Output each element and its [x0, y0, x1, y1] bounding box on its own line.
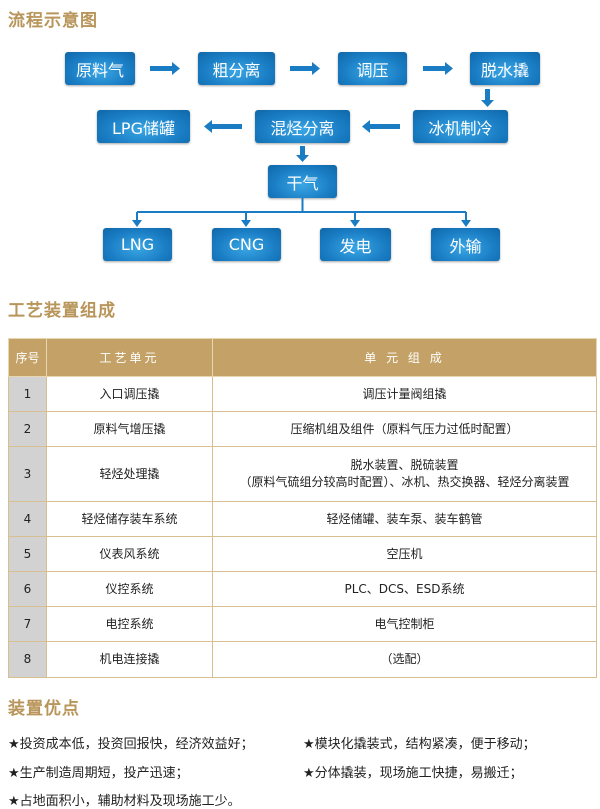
row-number: 4 — [8, 501, 47, 537]
flow-title: 流程示意图 — [8, 11, 98, 31]
row-content: 电气控制柜 — [212, 606, 597, 642]
row-content: （选配） — [212, 641, 597, 678]
advantage-item: ★模块化撬装式，结构紧凑，便于移动； — [303, 737, 536, 752]
flow-arrows — [132, 62, 494, 227]
content-line: 轻烃储罐、装车泵、装车鹤管 — [326, 511, 483, 526]
arrow-right-icon — [150, 62, 180, 75]
node-export: 外输 — [431, 228, 500, 261]
header-unit: 工艺单元 — [46, 338, 213, 377]
row-number: 5 — [8, 536, 47, 572]
content-line: 电气控制柜 — [374, 616, 435, 631]
content-line: PLC、DCS、ESD系统 — [344, 581, 465, 596]
row-content: 轻烃储罐、装车泵、装车鹤管 — [212, 501, 597, 537]
row-unit: 轻烃处理撬 — [46, 446, 213, 502]
advantage-item: ★分体撬装，现场施工快捷，易搬迁； — [303, 766, 523, 781]
row-number: 8 — [8, 641, 47, 678]
arrow-right-icon — [423, 62, 453, 75]
advantage-item: ★投资成本低，投资回报快，经济效益好； — [8, 737, 254, 752]
node-lng: LNG — [103, 228, 172, 261]
content-line: 压缩机组及组件（原料气压力过低时配置） — [290, 421, 519, 436]
row-unit: 机电连接撬 — [46, 641, 213, 678]
row-number: 2 — [8, 411, 47, 447]
row-unit: 仪控系统 — [46, 571, 213, 607]
node-refrigeration: 冰机制冷 — [413, 110, 508, 143]
node-raw-gas: 原料气 — [65, 52, 135, 85]
content-line: 空压机 — [386, 546, 423, 561]
row-unit: 入口调压撬 — [46, 376, 213, 412]
row-content: PLC、DCS、ESD系统 — [212, 571, 597, 607]
advantage-item: ★占地面积小，辅助材料及现场施工少。 — [8, 794, 241, 809]
advantages-title: 装置优点 — [8, 699, 80, 719]
content-line-2: （原料气硫组分较高时配置）、冰机、热交换器、轻烃分离装置 — [239, 475, 570, 489]
row-unit: 轻烃储存装车系统 — [46, 501, 213, 537]
advantage-item: ★生产制造周期短，投产迅速； — [8, 766, 189, 781]
node-lpg-tank: LPG储罐 — [97, 110, 190, 143]
row-content: 压缩机组及组件（原料气压力过低时配置） — [212, 411, 597, 447]
row-unit: 原料气增压撬 — [46, 411, 213, 447]
row-content: 调压计量阀组撬 — [212, 376, 597, 412]
arrow-right-icon — [290, 62, 320, 75]
row-content: 空压机 — [212, 536, 597, 572]
composition-title: 工艺装置组成 — [8, 301, 116, 321]
arrow-left-icon — [204, 120, 242, 133]
row-number: 6 — [8, 571, 47, 607]
node-mixed-hc-sep: 混烃分离 — [255, 110, 350, 143]
node-dehydration: 脱水撬 — [470, 52, 540, 85]
arrow-down-icon — [481, 89, 494, 107]
node-power: 发电 — [320, 228, 391, 261]
header-content: 单 元 组 成 — [212, 338, 597, 377]
row-number: 1 — [8, 376, 47, 412]
arrow-left-icon — [362, 120, 400, 133]
row-unit: 仪表风系统 — [46, 536, 213, 572]
row-number: 3 — [8, 446, 47, 502]
node-cng: CNG — [212, 228, 281, 261]
node-dry-gas: 干气 — [268, 165, 337, 198]
row-content: 脱水装置、脱硫装置 （原料气硫组分较高时配置）、冰机、热交换器、轻烃分离装置 — [212, 446, 597, 502]
node-pressure-reg: 调压 — [338, 52, 407, 85]
content-line: （选配） — [380, 652, 429, 666]
node-coarse-sep: 粗分离 — [198, 52, 275, 85]
content-line: 脱水装置、脱硫装置 — [350, 458, 459, 472]
row-number: 7 — [8, 606, 47, 642]
content-line: 调压计量阀组撬 — [362, 386, 447, 401]
header-no: 序号 — [8, 338, 47, 377]
branch-lines — [136, 198, 467, 221]
row-unit: 电控系统 — [46, 606, 213, 642]
arrow-down-icon — [296, 146, 309, 162]
